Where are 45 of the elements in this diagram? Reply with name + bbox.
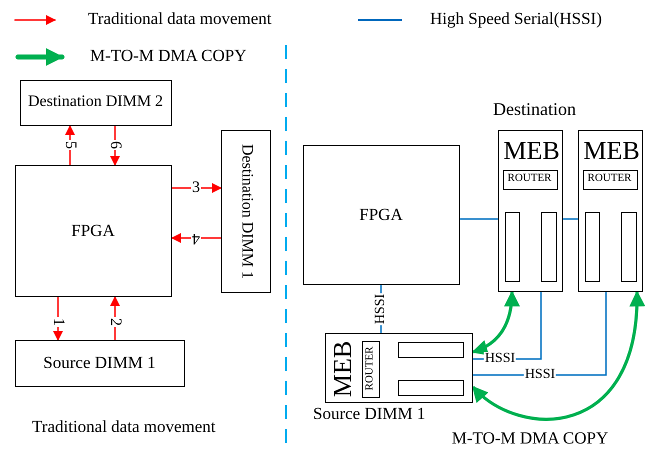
component-box <box>221 130 271 293</box>
group-heading: Destination <box>493 100 576 118</box>
node-label: FPGA <box>71 222 115 240</box>
component-box <box>15 340 185 387</box>
component-box <box>20 80 172 126</box>
slot-box <box>584 212 600 282</box>
node-label: MEB <box>503 137 560 165</box>
node-label: Source DIMM 1 <box>43 354 156 372</box>
component-box <box>578 130 643 292</box>
panel-caption: Traditional data movement <box>32 418 216 435</box>
router-label: ROUTER <box>588 173 632 185</box>
router-box <box>362 340 380 398</box>
component-box <box>303 145 460 285</box>
slot-box <box>540 212 556 282</box>
connector-arrow <box>110 126 120 166</box>
component-box <box>15 165 172 297</box>
connector-arrow <box>110 296 120 340</box>
slot-box <box>398 380 464 396</box>
router-box <box>502 170 558 190</box>
router-box <box>582 170 638 190</box>
node-caption: Source DIMM 1 <box>313 405 426 422</box>
router-label: ROUTER <box>508 173 552 185</box>
connector-arrow <box>172 183 222 193</box>
connector-arrow <box>65 125 75 165</box>
edge-label: M-TO-M DMA COPY <box>450 430 610 446</box>
legend-label: M-TO-M DMA COPY <box>90 47 246 64</box>
legend-label: Traditional data movement <box>88 10 272 27</box>
slot-box <box>398 342 464 358</box>
component-box <box>325 333 473 403</box>
connector-arrow <box>171 233 221 243</box>
connector-arrow <box>472 290 644 420</box>
node-label: Destination DIMM 2 <box>28 94 164 111</box>
slot-box <box>504 212 520 282</box>
connector-arrow <box>53 297 63 341</box>
connector-line <box>563 218 578 220</box>
connector-line <box>460 218 498 220</box>
node-label: FPGA <box>359 206 403 224</box>
legend-label: High Speed Serial(HSSI) <box>430 10 602 27</box>
slot-box <box>620 212 636 282</box>
node-label: Destination DIMM 1 <box>237 143 254 279</box>
node-label: MEB <box>583 137 640 165</box>
connector-arrow <box>472 290 520 355</box>
node-label: MEB <box>329 340 357 398</box>
component-box <box>498 130 563 292</box>
router-label: ROUTER <box>364 346 376 390</box>
